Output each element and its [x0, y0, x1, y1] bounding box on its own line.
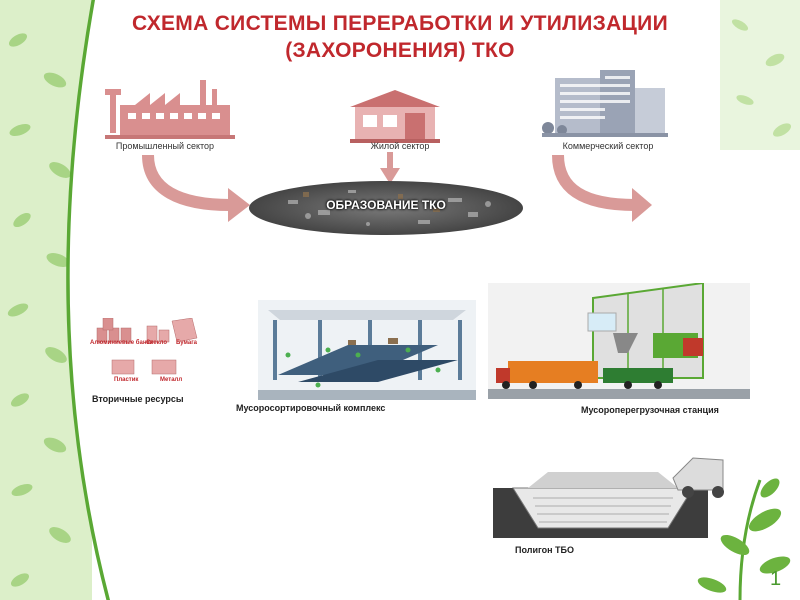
house-icon	[345, 85, 445, 145]
page-number: 1	[770, 568, 781, 591]
arrow-right-curve-icon	[540, 150, 655, 225]
tko-formation-label: ОБРАЗОВАНИЕ ТКО	[248, 198, 524, 212]
title-line-2: (ЗАХОРОНЕНИЯ) ТКО	[90, 37, 710, 64]
recyclables-icon	[92, 318, 212, 393]
sorting-complex-caption: Мусоросортировочный комплекс	[236, 403, 385, 413]
office-building-icon	[540, 68, 670, 143]
transfer-station-icon	[488, 283, 750, 399]
transfer-station-caption: Мусороперегрузочная станция	[581, 405, 719, 415]
sorting-complex-icon	[258, 300, 476, 400]
resource-item: Бумага	[176, 340, 197, 346]
landfill-caption: Полигон ТБО	[515, 545, 574, 555]
resource-item: Пластик	[114, 377, 138, 383]
landfill-icon	[493, 450, 738, 538]
resource-item: Стекло	[146, 340, 167, 346]
arrow-left-curve-icon	[130, 150, 255, 225]
page-title: СХЕМА СИСТЕМЫ ПЕРЕРАБОТКИ И УТИЛИЗАЦИИ (…	[90, 10, 710, 64]
title-line-1: СХЕМА СИСТЕМЫ ПЕРЕРАБОТКИ И УТИЛИЗАЦИИ	[90, 10, 710, 37]
resource-item: Алюминиевые банки	[90, 340, 153, 346]
factory-icon	[100, 75, 240, 143]
resource-item: Металл	[160, 377, 182, 383]
secondary-resources-caption: Вторичные ресурсы	[92, 394, 184, 404]
